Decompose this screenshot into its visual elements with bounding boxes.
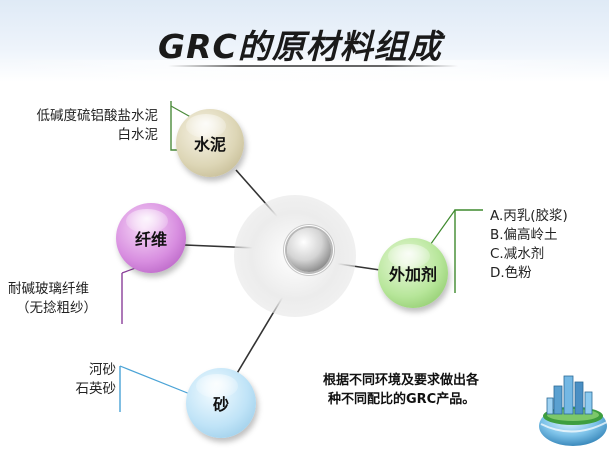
additive-item: D.色粉 [490,265,532,281]
title-underline [168,65,458,67]
sphere-hub-icon [287,228,331,272]
node-sand: 砂 [186,368,256,438]
page-title: GRC的原材料组成 [158,27,442,66]
additive-items: A.丙乳(胶浆) B.偏高岭土 C.减水剂 D.色粉 [490,207,568,283]
cement-item: 低碱度硫铝酸盐水泥 [36,108,159,124]
additive-item: C.减水剂 [490,246,545,262]
additive-item: B.偏高岭土 [490,227,558,243]
fiber-item: 耐碱玻璃纤维 [8,281,89,297]
sand-item: 石英砂 [75,381,117,397]
sand-items: 河砂 石英砂 [76,361,117,399]
note-text: 根据不同环境及要求做出各 种不同配比的GRC产品。 [323,371,479,409]
node-fiber-label: 纤维 [134,230,167,249]
fiber-items: 耐碱玻璃纤维 （无捻粗纱） [8,280,97,318]
node-cement-label: 水泥 [193,135,226,154]
city-globe-icon [539,375,608,446]
node-additive: 外加剂 [378,238,448,308]
note-line: 种不同配比的GRC产品。 [328,392,476,407]
fiber-item: （无捻粗纱） [16,300,97,316]
cement-item: 白水泥 [117,127,159,143]
node-fiber: 纤维 [116,203,186,273]
node-cement: 水泥 [176,109,244,177]
note-line: 根据不同环境及要求做出各 [323,373,480,388]
bracket-additive [454,209,483,293]
sand-item: 河砂 [89,362,116,378]
additive-item: A.丙乳(胶浆) [490,208,568,224]
node-additive-label: 外加剂 [388,265,437,284]
cement-items: 低碱度硫铝酸盐水泥 白水泥 [37,107,159,145]
node-sand-label: 砂 [212,395,229,414]
